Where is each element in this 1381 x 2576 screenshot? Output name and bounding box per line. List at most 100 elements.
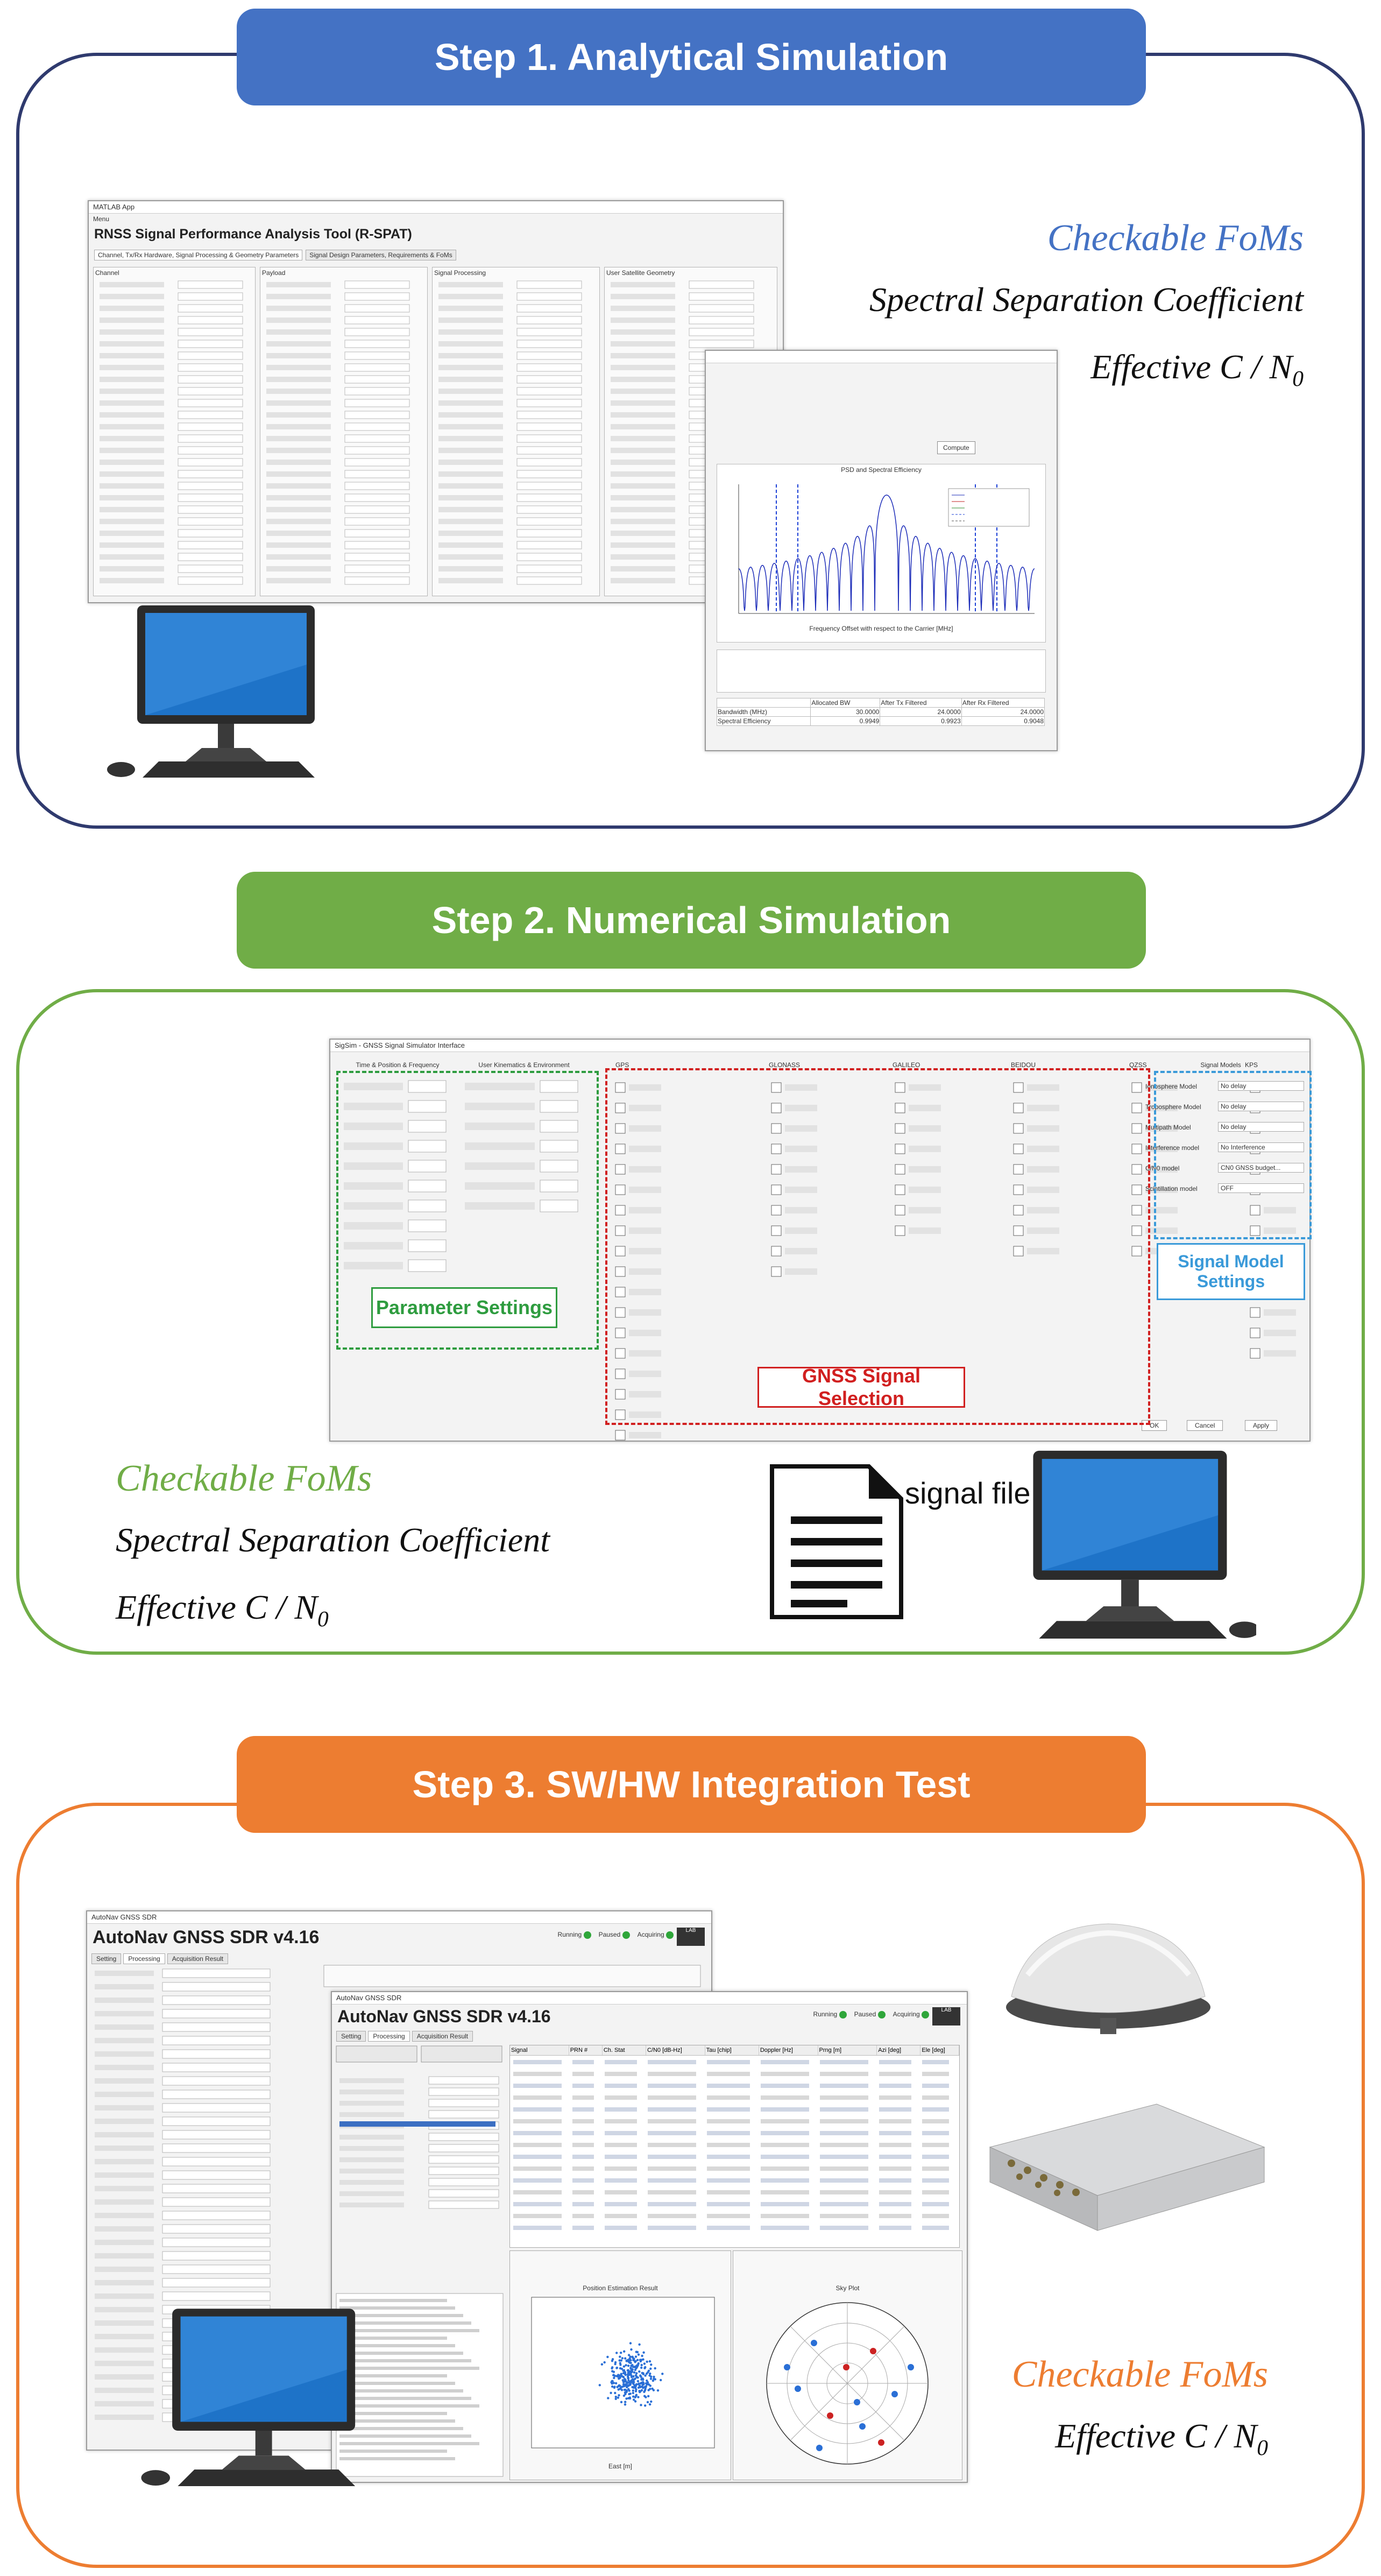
psd-compute-button[interactable]: Compute (937, 441, 975, 454)
position-point (627, 2379, 630, 2382)
field-label (438, 412, 503, 418)
cancel-button[interactable]: Cancel (1187, 1420, 1223, 1431)
position-point (619, 2374, 622, 2377)
param-input (540, 1180, 578, 1192)
table-cell (879, 2226, 911, 2230)
setting-label (95, 2347, 154, 2353)
field-input (178, 411, 243, 419)
model-select[interactable]: No delay (1218, 1081, 1304, 1091)
table-cell (922, 2072, 949, 2076)
step2-foms: Checkable FoMs Spectral Separation Coeff… (116, 1450, 707, 1641)
signal-label (1027, 1227, 1059, 1234)
table-cell (572, 2143, 594, 2147)
sdr-front-status: Running Paused Acquiring (813, 2010, 929, 2019)
tab-setting[interactable]: Setting (336, 2031, 366, 2042)
tab-processing[interactable]: Processing (123, 1953, 165, 1964)
position-point (640, 2363, 643, 2367)
model-select[interactable]: No delay (1218, 1102, 1304, 1111)
setting-input (162, 2291, 271, 2301)
field-input (178, 553, 243, 561)
position-point (634, 2355, 638, 2358)
setting-input (162, 2116, 271, 2126)
field-input (516, 328, 582, 336)
position-point (644, 2404, 647, 2407)
position-point (624, 2380, 627, 2382)
field-label (100, 400, 164, 406)
position-point (632, 2375, 635, 2378)
signal-label (909, 1084, 941, 1091)
tab-acquisition-result[interactable]: Acquisition Result (412, 2031, 473, 2042)
setting-label (95, 2334, 154, 2339)
stop-button (336, 2045, 417, 2063)
gnss-highlight (605, 1068, 1150, 1425)
field-label (266, 317, 331, 323)
table-cell (572, 2214, 594, 2218)
model-select[interactable]: No Interference (1218, 1142, 1304, 1152)
status-acquiring: Acquiring (638, 1931, 674, 1939)
field-label (266, 566, 331, 571)
tab-acquisition-result[interactable]: Acquisition Result (167, 1953, 229, 1964)
field-input (516, 446, 582, 455)
param-label (344, 1242, 403, 1250)
model-select[interactable]: No delay (1218, 1122, 1304, 1132)
field-input (344, 316, 410, 324)
field-input (178, 328, 243, 336)
channel-table-rows (513, 2060, 949, 2230)
field-label (100, 495, 164, 500)
signal-checkbox (1131, 1246, 1142, 1257)
status-value (428, 2178, 499, 2186)
position-point (660, 2379, 662, 2382)
apply-button[interactable]: Apply (1245, 1420, 1278, 1431)
signal-checkbox (615, 1266, 626, 1277)
table-cell (648, 2202, 696, 2206)
field-input (344, 399, 410, 407)
field-label (611, 294, 675, 299)
table-cell (572, 2178, 594, 2183)
parameter-callout: Parameter Settings (371, 1287, 557, 1328)
position-point (646, 2401, 649, 2404)
signal-label (1027, 1146, 1059, 1152)
model-select[interactable]: OFF (1218, 1183, 1304, 1193)
step1-foms-title: Checkable FoMs (1047, 217, 1304, 259)
table-cell (648, 2095, 696, 2100)
field-label (100, 519, 164, 524)
field-label (611, 542, 675, 548)
tab-processing[interactable]: Processing (368, 2031, 410, 2042)
setting-input (162, 2036, 271, 2045)
table-cell (648, 2107, 696, 2112)
field-input (178, 482, 243, 490)
field-input (344, 328, 410, 336)
gnss-antenna-image (1006, 1923, 1210, 2034)
figure1-xlabel: East [m] (608, 2462, 632, 2470)
table-cell (605, 2131, 637, 2135)
param-label (344, 1123, 403, 1130)
table-col-header: Doppler [Hz] (759, 2045, 818, 2055)
rspat-tab-1[interactable]: Channel, Tx/Rx Hardware, Signal Processi… (94, 250, 303, 260)
position-point (625, 2397, 628, 2400)
field-label (266, 341, 331, 347)
table-cell (820, 2178, 868, 2183)
param-input (408, 1160, 447, 1173)
position-point (627, 2354, 631, 2356)
table-cell (820, 2131, 868, 2135)
tab-setting[interactable]: Setting (91, 1953, 122, 1964)
status-value (428, 2076, 499, 2085)
table-cell (513, 2131, 562, 2135)
setting-input (162, 1995, 271, 2005)
field-label (611, 317, 675, 323)
status-running: Running (558, 1931, 591, 1939)
model-select[interactable]: CN0 GNSS budget... (1218, 1163, 1304, 1173)
sdr-front-titlebar: AutoNav GNSS SDR (332, 1992, 967, 2005)
rspat-menu[interactable]: Menu (93, 215, 110, 223)
table-cell (707, 2155, 750, 2159)
sdr-front-app-title: AutoNav GNSS SDR v4.16 (337, 2007, 551, 2026)
status-running: Running (813, 2010, 847, 2019)
status-value (428, 2110, 499, 2119)
rspat-tab-2[interactable]: Signal Design Parameters, Requirements &… (306, 250, 456, 260)
field-label (611, 566, 675, 571)
position-point (630, 2370, 633, 2373)
log-line (339, 2404, 479, 2408)
log-line (339, 2344, 455, 2347)
position-point (622, 2369, 625, 2372)
param-header-time: Time & Position & Frequency (356, 1061, 440, 1069)
